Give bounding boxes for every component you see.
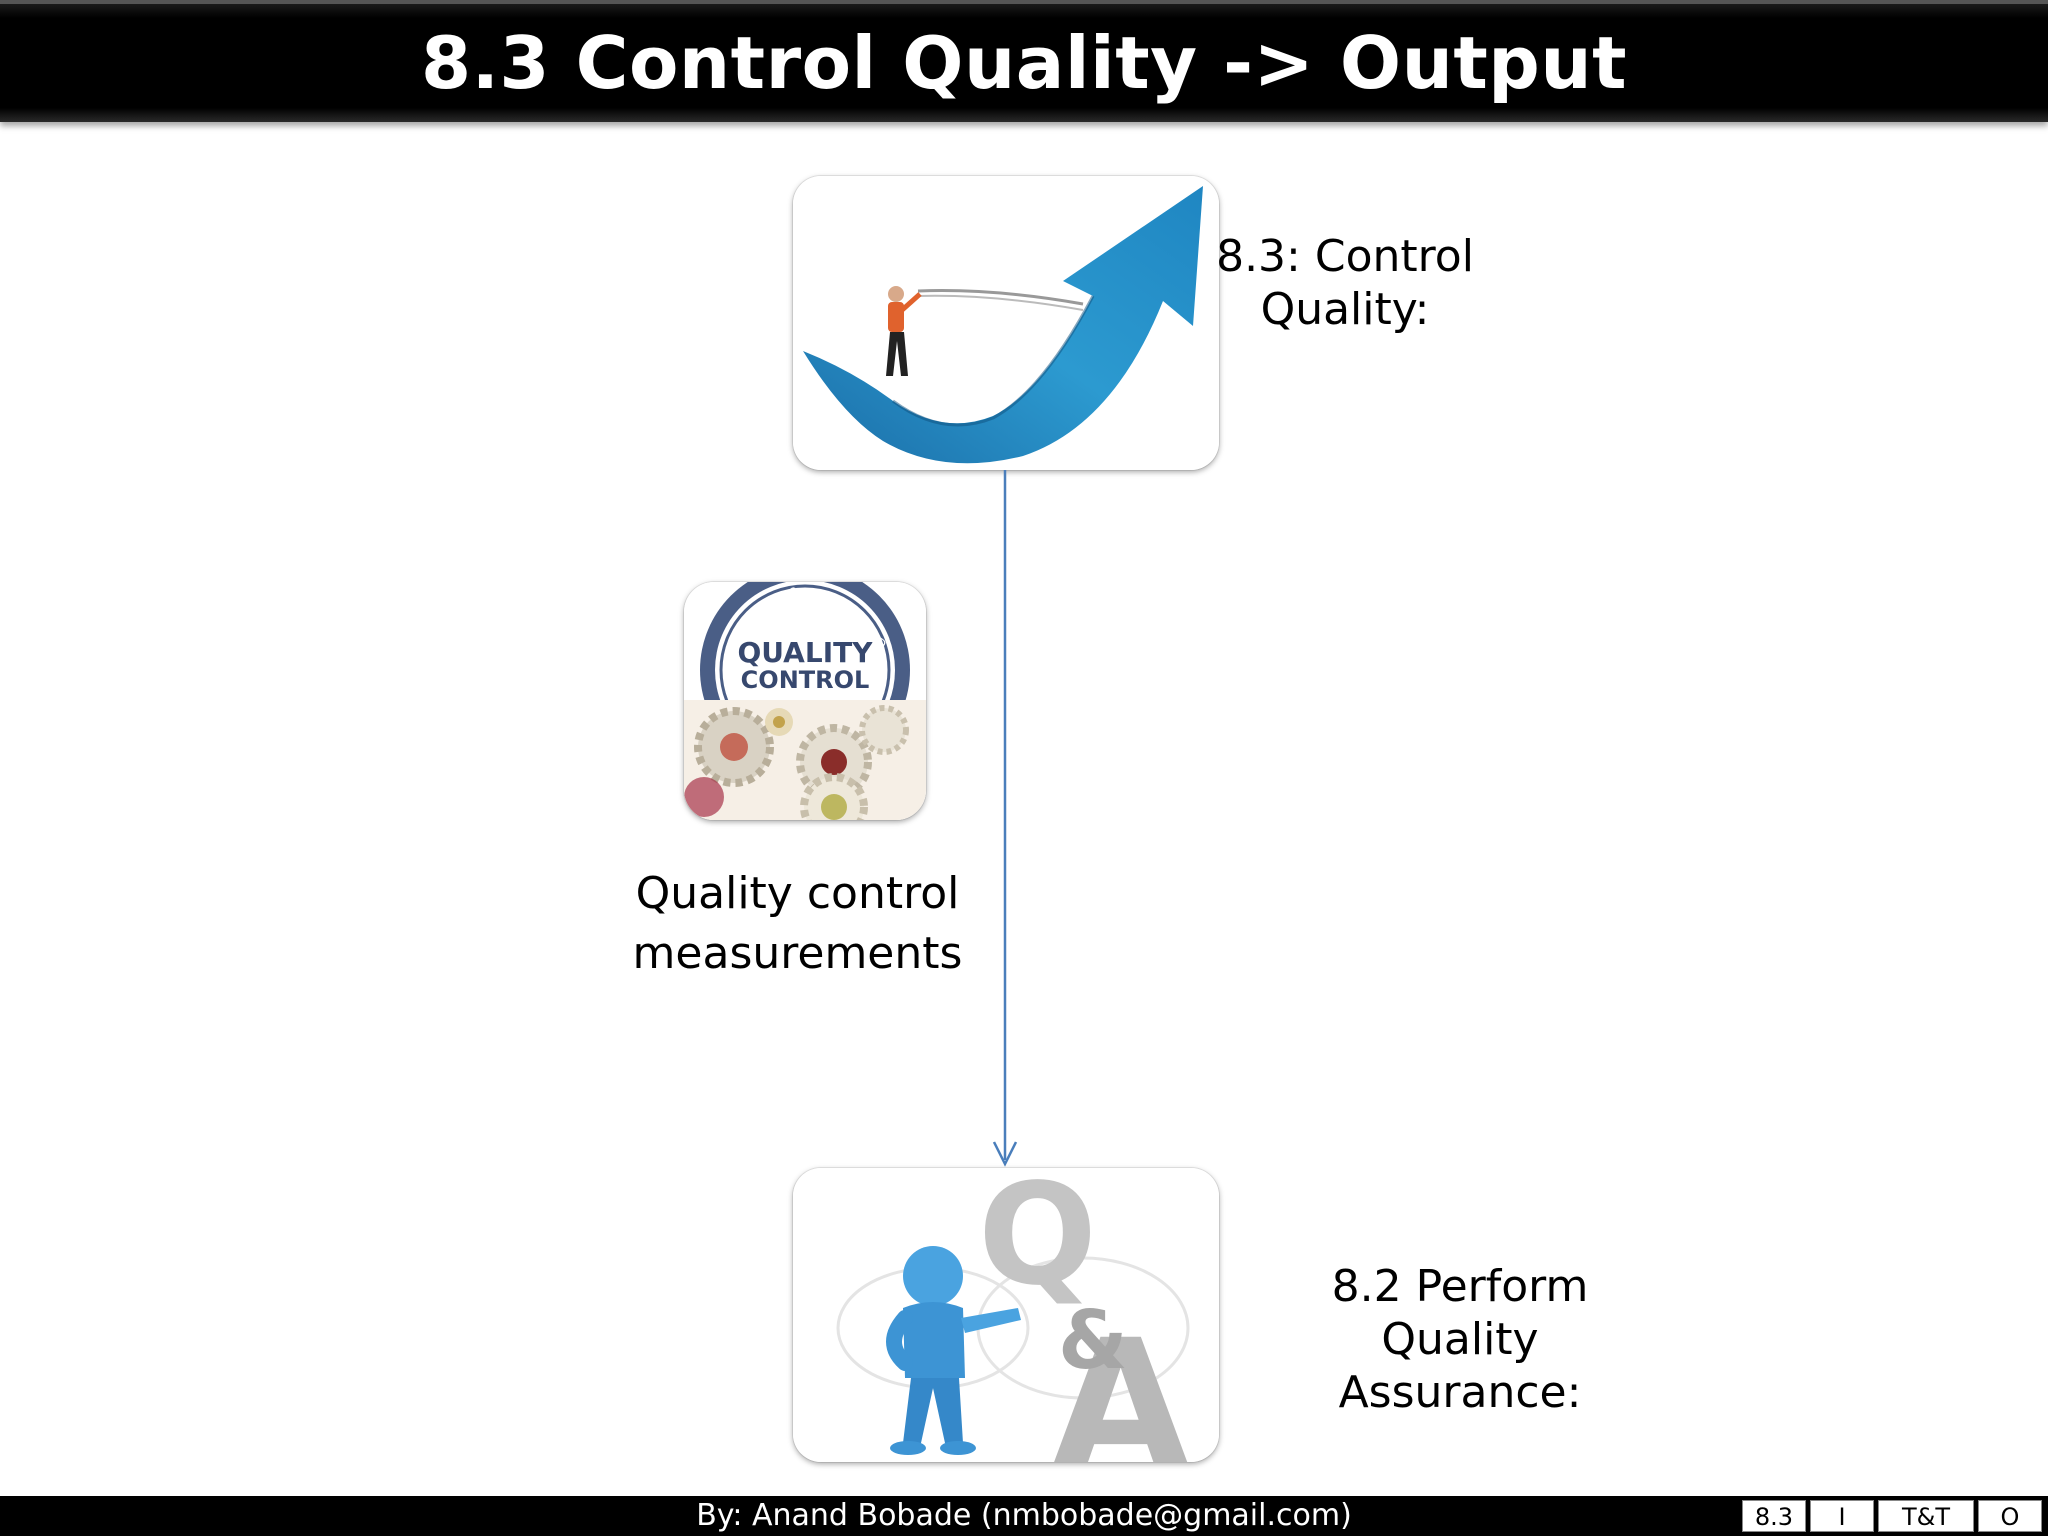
upward-arrow-businessman-icon — [793, 176, 1219, 470]
pqa-label-line1: 8.2 Perform — [1331, 1261, 1589, 1312]
quality-control-measurements-label: Quality control measurements — [620, 864, 975, 984]
perform-quality-assurance-label: 8.2 Perform Quality Assurance: — [1265, 1260, 1655, 1419]
badge-text-quality: QUALITY — [738, 636, 874, 669]
control-quality-label: 8.3: Control Quality: — [1215, 230, 1475, 336]
title-bar: 8.3 Control Quality -> Output — [0, 0, 2048, 122]
footer-tabs: 8.3 I T&T O — [1738, 1500, 2042, 1532]
letter-q: Q — [978, 1168, 1097, 1317]
pqa-label-line2: Quality Assurance: — [1338, 1314, 1582, 1418]
author-credit: By: Anand Bobade (nmbobade@gmail.com) — [696, 1498, 1352, 1533]
footer-tab-8-3[interactable]: 8.3 — [1742, 1500, 1806, 1532]
footer-tab-i[interactable]: I — [1810, 1500, 1874, 1532]
footer-tab-tt[interactable]: T&T — [1878, 1500, 1974, 1532]
quality-control-measurements-image: QUALITY CONTROL APPROVED APPROVED — [684, 582, 926, 820]
control-quality-label-line1: 8.3: Control — [1216, 231, 1474, 282]
connector-arrow — [992, 470, 1018, 1167]
footer-tab-o[interactable]: O — [1978, 1500, 2042, 1532]
badge-text-control: CONTROL — [741, 666, 870, 694]
letter-a: A — [1051, 1302, 1190, 1462]
quality-control-badge-icon: QUALITY CONTROL APPROVED APPROVED — [684, 582, 926, 820]
q-and-a-person-icon: A & Q — [793, 1168, 1219, 1462]
perform-quality-assurance-image: A & Q — [793, 1168, 1219, 1462]
gears-icon — [684, 705, 909, 820]
ampersand: & — [1058, 1294, 1128, 1387]
control-quality-image — [793, 176, 1219, 470]
control-quality-label-line2: Quality: — [1260, 284, 1430, 335]
qc-measurements-label-line2: measurements — [632, 928, 963, 979]
footer-bar: By: Anand Bobade (nmbobade@gmail.com) 8.… — [0, 1496, 2048, 1536]
slide-title: 8.3 Control Quality -> Output — [420, 21, 1627, 105]
blue-figure — [886, 1246, 1021, 1455]
qc-measurements-label-line1: Quality control — [635, 868, 960, 919]
